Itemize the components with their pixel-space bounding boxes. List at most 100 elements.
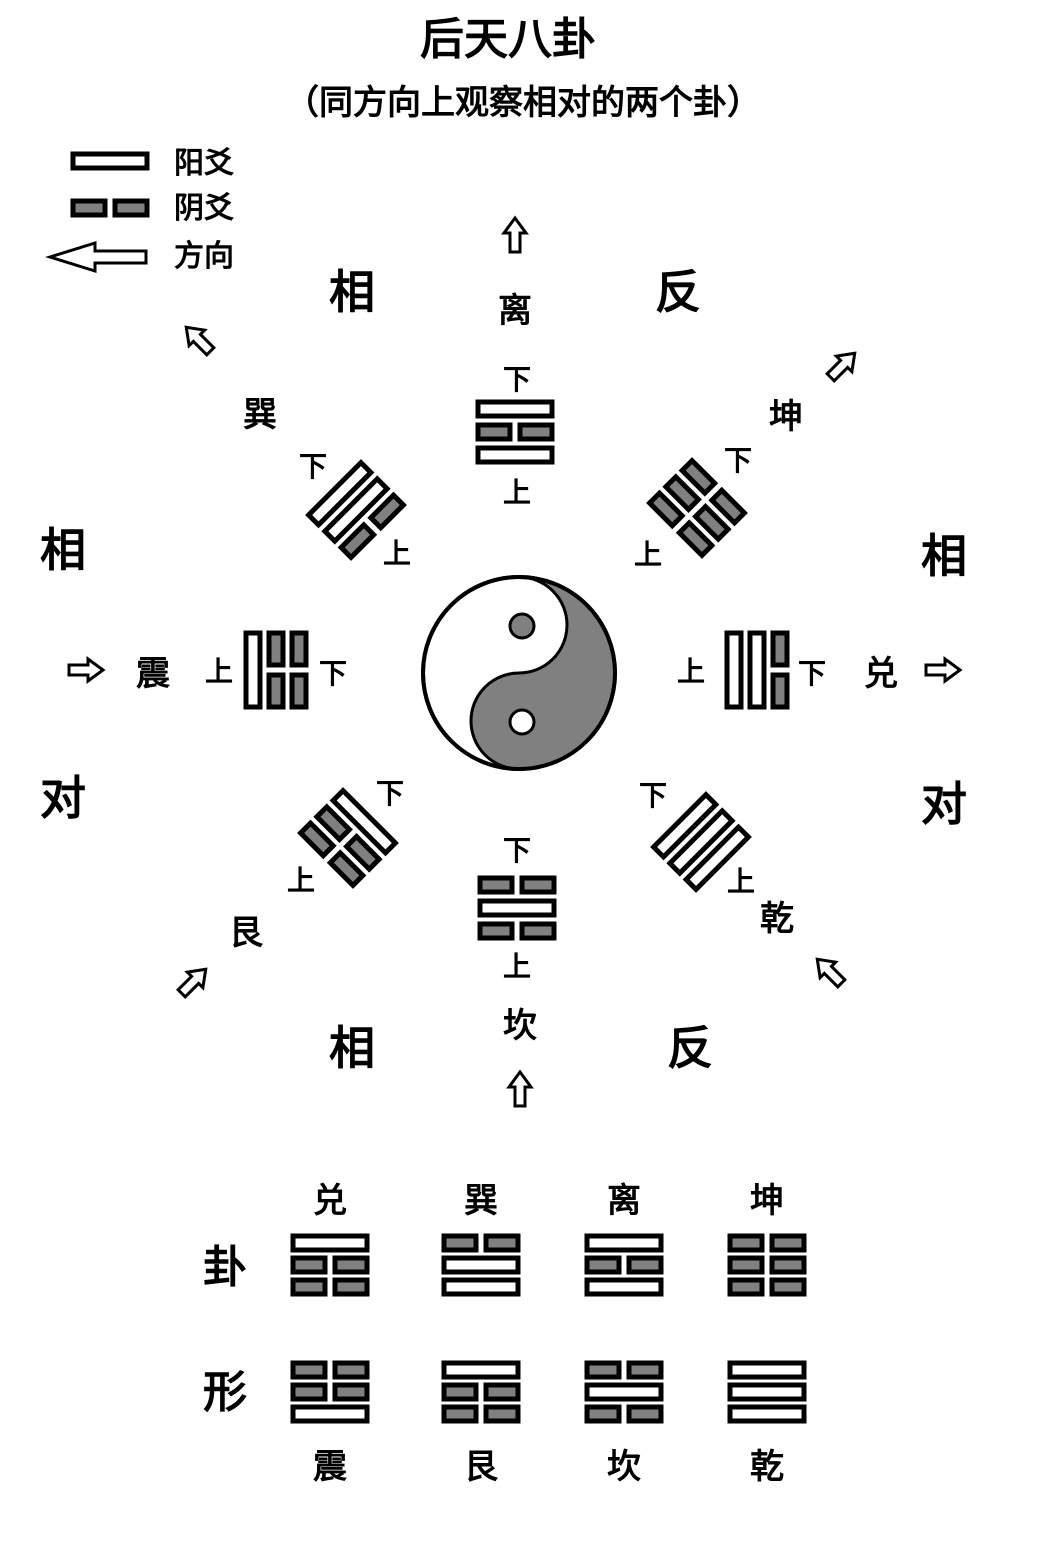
trigram-name-gen: 艮: [229, 913, 264, 953]
position-marks: 下 上 下 上 上 下 上 下 下 上 下 上 下 上 下 上: [205, 363, 826, 983]
yang-line: [246, 633, 260, 707]
yin-line: [730, 1280, 804, 1294]
lower-mark: 下: [798, 657, 826, 690]
yin-line: [587, 1363, 661, 1377]
yin-line: [480, 878, 554, 892]
table-trigram-name: 兑: [313, 1181, 347, 1221]
upper-mark: 上: [503, 476, 531, 509]
table-bottom-row: 震艮坎乾: [293, 1363, 804, 1487]
yang-line: [750, 633, 764, 707]
trigram-dui: [727, 633, 787, 707]
table-cell: 震: [293, 1363, 367, 1487]
upper-mark: 上: [503, 950, 531, 983]
trigram-li: [478, 402, 552, 462]
yang-line: [293, 1236, 367, 1250]
table-cell: 坤: [730, 1181, 804, 1294]
table-trigram-name: 巽: [464, 1181, 498, 1221]
side-word-left-lower: 对: [40, 771, 86, 825]
table-trigram-name: 坤: [750, 1181, 784, 1221]
trigram-name-dui: 兑: [864, 654, 898, 694]
table-trigram-glyph: [293, 1236, 367, 1294]
upper-mark: 上: [677, 655, 705, 688]
lower-mark: 下: [639, 779, 667, 812]
taiji-icon: [421, 575, 617, 771]
yang-line: [444, 1280, 518, 1294]
lower-mark: 下: [299, 450, 327, 483]
yin-line: [478, 425, 552, 439]
side-word-right-upper: 相: [921, 529, 967, 583]
table-trigram-name: 离: [607, 1181, 641, 1221]
trigram-name-kun: 坤: [769, 397, 803, 437]
table-trigram-name: 乾: [750, 1447, 784, 1487]
yin-line: [292, 633, 306, 707]
yin-line: [587, 1407, 661, 1421]
upper-mark: 上: [383, 537, 411, 570]
trigram-name-xun: 巽: [243, 395, 277, 435]
table-trigram-name: 艮: [464, 1447, 499, 1487]
yang-line: [444, 1258, 518, 1272]
yang-line: [587, 1280, 661, 1294]
side-word-bottom-right: 反: [667, 1021, 713, 1075]
lower-mark: 下: [376, 777, 404, 810]
table-trigram-glyph: [444, 1363, 518, 1421]
yin-line: [587, 1258, 661, 1272]
legend-yin-label: 阴爻: [174, 191, 234, 226]
upper-mark: 上: [634, 538, 662, 571]
table-trigram-name: 坎: [607, 1447, 641, 1487]
yang-line: [478, 402, 552, 416]
side-word-top-left: 相: [329, 265, 375, 319]
table-trigram-glyph: [730, 1363, 804, 1421]
yang-line: [480, 901, 554, 915]
legend-yang-label: 阳爻: [174, 146, 234, 181]
table-cell: 乾: [730, 1363, 804, 1487]
yin-line: [773, 633, 787, 707]
table-cell: 兑: [293, 1181, 367, 1294]
yin-line: [293, 1385, 367, 1399]
table-cell: 巽: [444, 1181, 518, 1294]
table-trigram-glyph: [730, 1236, 804, 1294]
yang-line: [730, 1363, 804, 1377]
yang-line: [727, 633, 741, 707]
page-subtitle: （同方向上观察相对的两个卦）: [285, 83, 761, 123]
arrow-up-left-icon: [807, 949, 851, 993]
yin-line: [293, 1363, 367, 1377]
trigram-name-qian: 乾: [760, 899, 794, 939]
arrow-up-icon: [507, 1070, 533, 1108]
legend-yang-swatch: [73, 154, 147, 168]
page-title: 后天八卦: [420, 14, 596, 65]
legend-yin-swatch: [73, 201, 147, 215]
yin-line: [730, 1258, 804, 1272]
upper-mark: 上: [205, 655, 233, 688]
upper-mark: 上: [287, 864, 315, 897]
arrow-up-right-icon: [172, 959, 216, 1003]
table-cell: 坎: [587, 1363, 661, 1487]
table-trigram-glyph: [587, 1363, 661, 1421]
yin-line: [444, 1385, 518, 1399]
legend: 阳爻 阴爻 方向: [44, 146, 234, 274]
table-cell: 艮: [444, 1363, 518, 1487]
trigram-name-li: 离: [498, 291, 532, 331]
lower-mark: 下: [319, 657, 347, 690]
trigram-name-zhen: 震: [136, 654, 171, 694]
arrow-right-icon: [67, 657, 105, 683]
lower-mark: 下: [724, 444, 752, 477]
arrow-up-left-icon: [176, 317, 220, 361]
table-row-label-1: 卦: [203, 1242, 247, 1293]
trigram-name-kan: 坎: [503, 1006, 537, 1046]
trigram-kan: [480, 878, 554, 938]
yang-line: [444, 1363, 518, 1377]
yin-line: [444, 1407, 518, 1421]
yin-line: [480, 924, 554, 938]
lower-mark: 下: [503, 834, 531, 867]
yin-line: [293, 1258, 367, 1272]
side-word-top-right: 反: [655, 265, 701, 319]
trigram-zhen: [246, 633, 306, 707]
yin-line: [293, 1280, 367, 1294]
yin-line: [444, 1236, 518, 1250]
table-trigram-glyph: [587, 1236, 661, 1294]
side-word-right-lower: 对: [921, 777, 967, 831]
table-trigram-glyph: [293, 1363, 367, 1421]
table-top-row: 兑巽离坤: [293, 1181, 804, 1294]
table-row-label-2: 形: [203, 1367, 247, 1418]
